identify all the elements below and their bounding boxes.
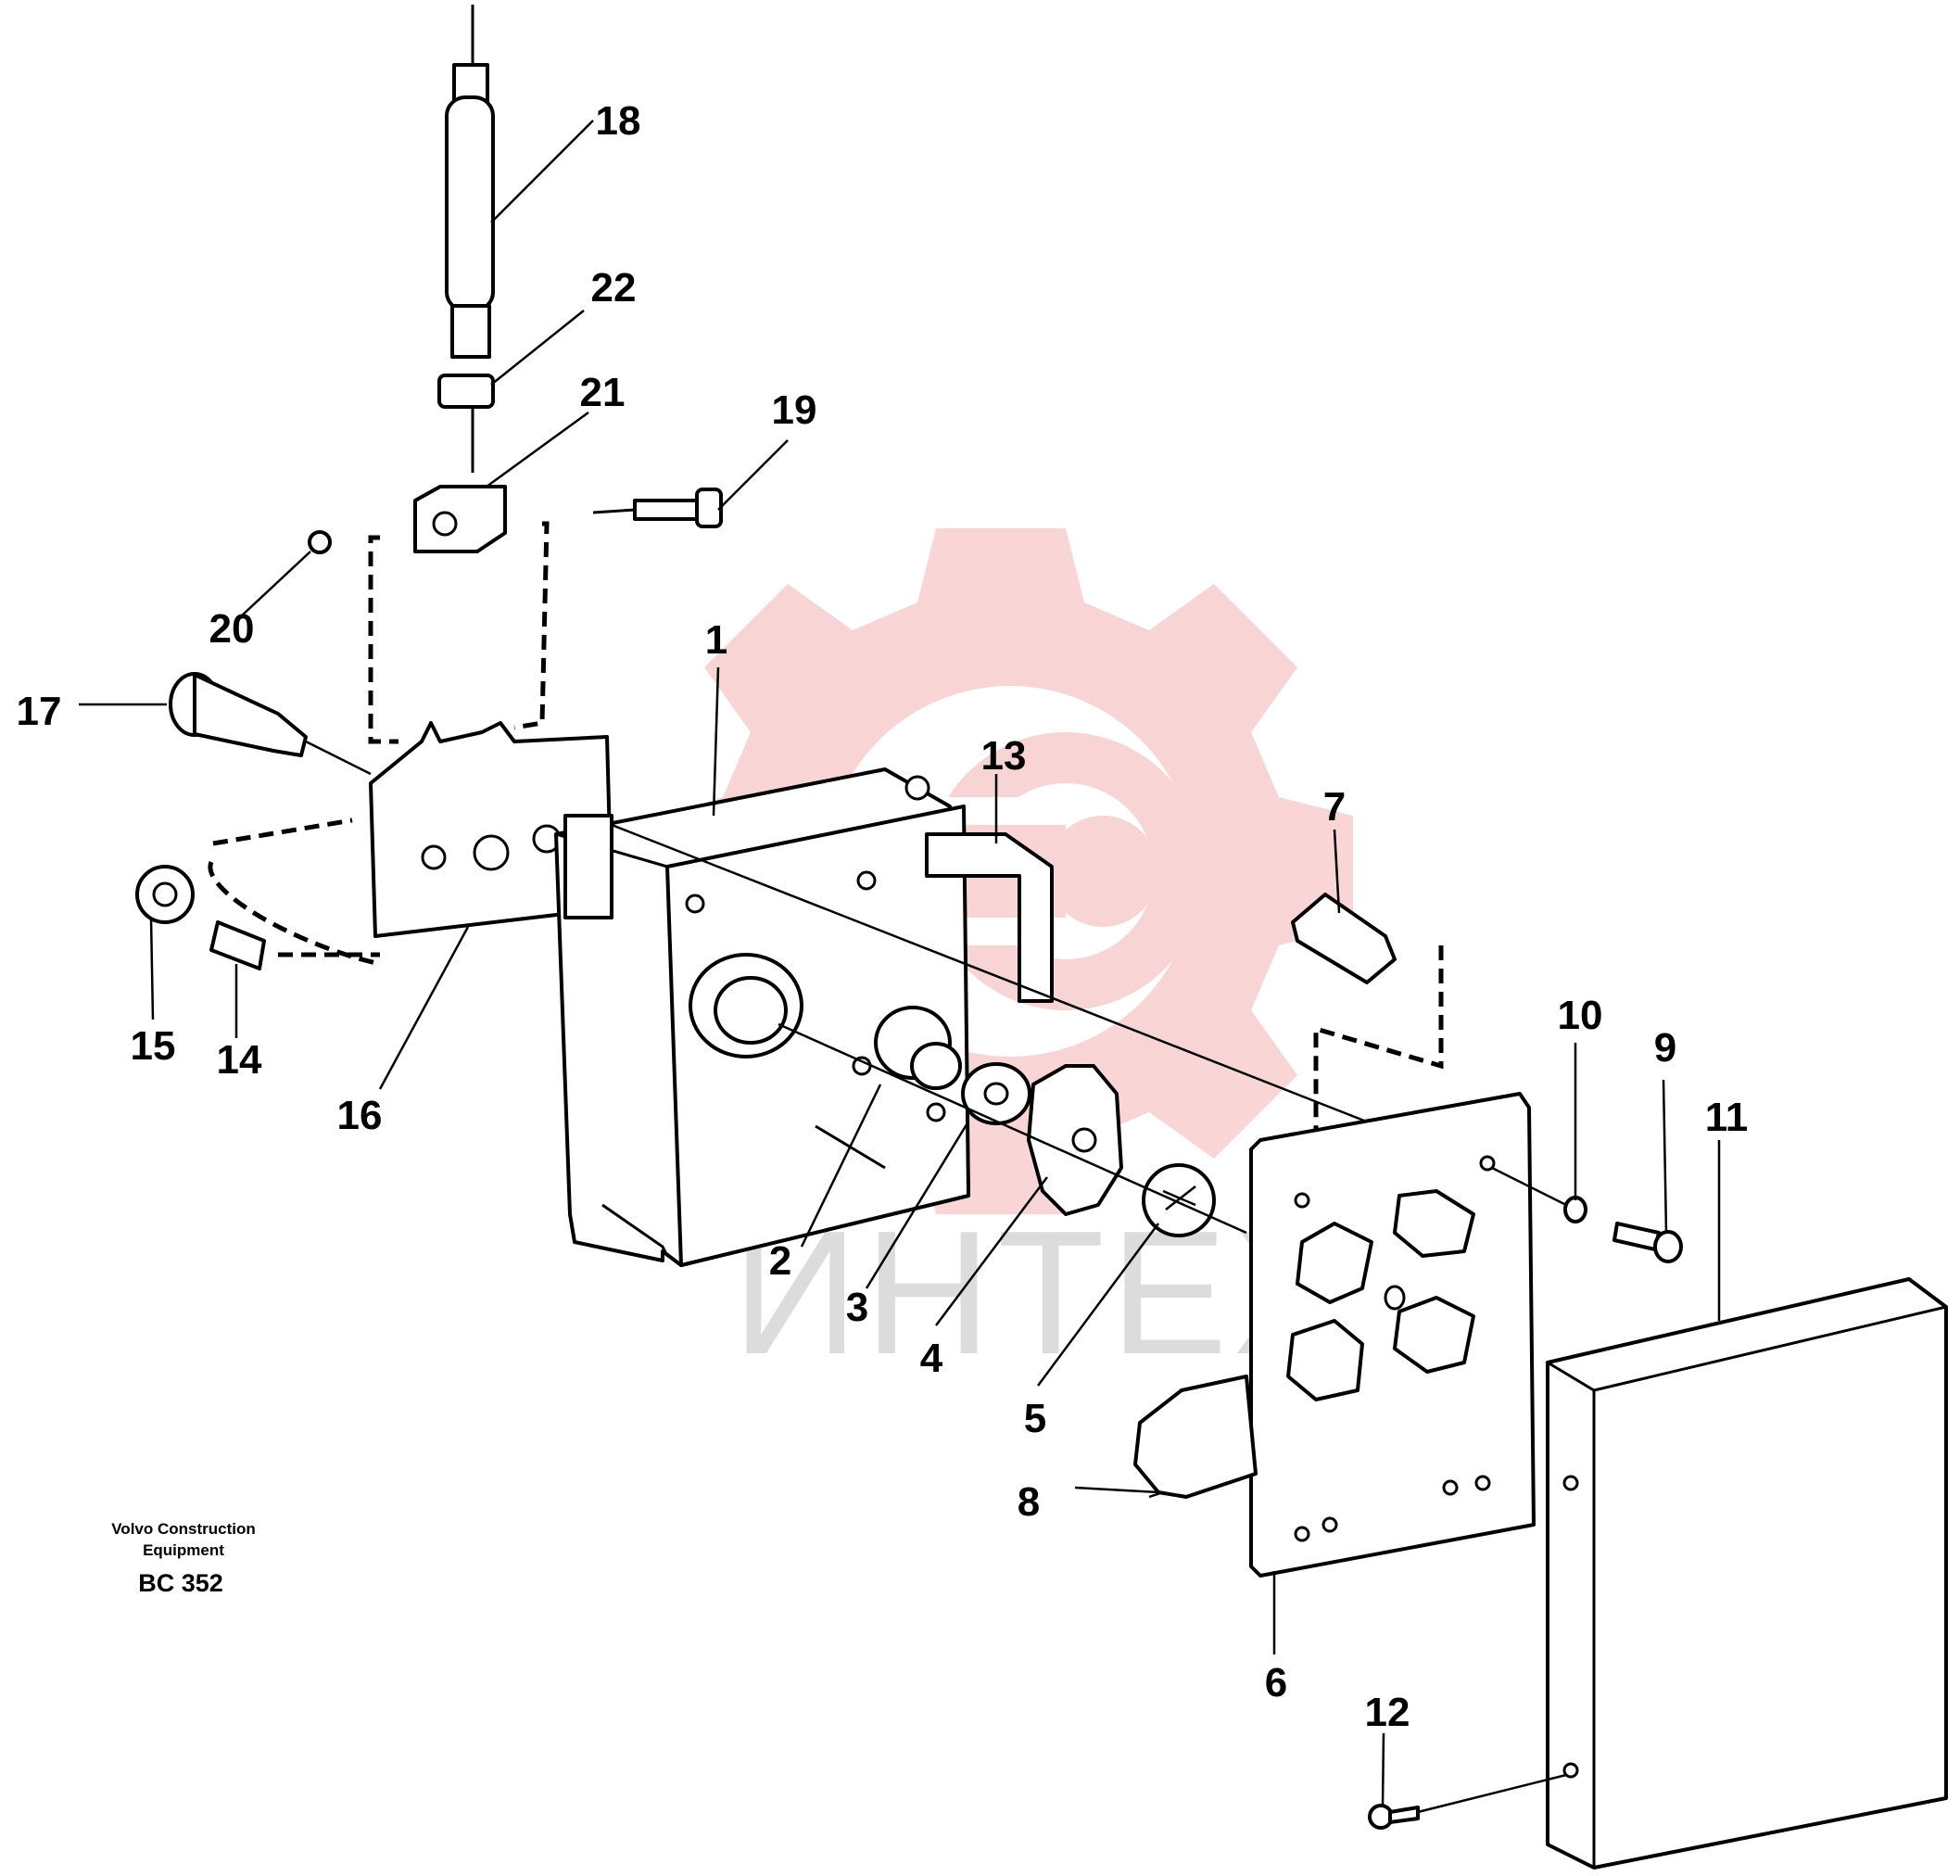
leader-lines (79, 120, 1721, 1808)
callout-3: 3 (846, 1285, 868, 1330)
callout-16: 16 (337, 1093, 383, 1138)
callout-12: 12 (1365, 1690, 1410, 1735)
callout-15: 15 (131, 1023, 176, 1069)
part-18-threaded-rod (445, 5, 495, 473)
part-20-small-nut (308, 530, 332, 554)
callout-10: 10 (1558, 993, 1603, 1038)
part-10-washer (1563, 1196, 1587, 1223)
callout-20: 20 (209, 606, 255, 652)
callout-5: 5 (1024, 1396, 1046, 1441)
callout-19: 19 (772, 387, 817, 433)
part-14-set-screw (209, 920, 266, 970)
caption-division: Equipment (143, 1541, 224, 1559)
callout-14: 14 (217, 1037, 262, 1083)
callout-7: 7 (1323, 784, 1346, 830)
part-1-main-bracket (554, 767, 970, 1267)
callout-17: 17 (17, 689, 62, 734)
part-19-screw (592, 488, 723, 528)
callout-11: 11 (1705, 1095, 1749, 1140)
callout-21: 21 (580, 370, 626, 415)
part-2-bushing (874, 1006, 962, 1090)
part-17-bolt (169, 672, 372, 776)
callout-22: 22 (591, 265, 637, 311)
part-12-screw (1368, 1773, 1567, 1830)
part-21-block (413, 485, 507, 553)
part-4-cam-disc (1027, 1064, 1123, 1216)
callout-1: 1 (705, 617, 727, 663)
part-6-circuit-board (1249, 1092, 1536, 1578)
callout-8: 8 (1018, 1479, 1040, 1525)
part-9-screw (1612, 1222, 1683, 1263)
caption-code: BC 352 (138, 1569, 223, 1597)
callout-18: 18 (596, 98, 641, 144)
callout-2: 2 (769, 1238, 791, 1284)
callout-6: 6 (1265, 1660, 1287, 1705)
part-5-disc (1142, 1163, 1216, 1237)
callout-4: 4 (920, 1336, 943, 1381)
part-7-switch (1291, 893, 1397, 984)
caption-company: Volvo Construction (111, 1520, 256, 1538)
callout-9: 9 (1654, 1025, 1676, 1071)
callout-13: 13 (981, 733, 1027, 779)
part-11-cover (1546, 1277, 1948, 1870)
part-3-washer (961, 1062, 1031, 1125)
part-15-nut (135, 865, 195, 924)
part-13-clip (925, 832, 1054, 1003)
part-8-connector (1133, 1375, 1258, 1499)
part-22-nut (437, 374, 495, 409)
part-16-mounting-plate (369, 721, 613, 938)
